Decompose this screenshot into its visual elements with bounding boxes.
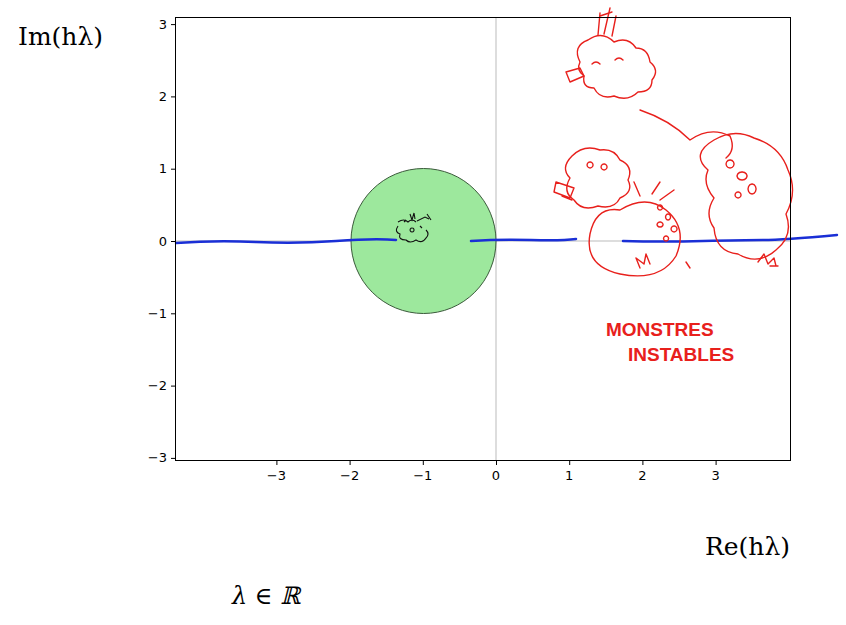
tick-label: −2 xyxy=(148,378,167,393)
tick-mark xyxy=(496,461,497,466)
tick-label: 1 xyxy=(565,468,573,483)
tick-mark xyxy=(171,241,176,242)
real-axis-trace xyxy=(176,235,837,243)
tick-mark xyxy=(171,313,176,314)
tick-mark xyxy=(171,96,176,97)
tick-mark xyxy=(350,461,351,466)
tick-label: 3 xyxy=(711,468,719,483)
axis-title: Re(hλ) xyxy=(705,532,790,561)
axis-ticks xyxy=(171,25,716,465)
tick-mark xyxy=(569,461,570,466)
tick-mark xyxy=(716,461,717,466)
tick-label: 2 xyxy=(159,89,167,104)
tick-mark xyxy=(423,461,424,466)
tick-label: −1 xyxy=(413,468,432,483)
tick-mark xyxy=(171,458,176,459)
annotation: MONSTRES INSTABLES xyxy=(606,318,758,367)
monster-sketches xyxy=(554,8,793,276)
tick-label: 2 xyxy=(638,468,646,483)
creature-sketch xyxy=(396,213,431,242)
tick-label: −3 xyxy=(148,450,167,465)
tick-mark xyxy=(642,461,643,466)
note: λ ∈ ℝ xyxy=(232,582,300,610)
tick-label: 1 xyxy=(159,161,167,176)
tick-label: −3 xyxy=(267,468,286,483)
tick-label: −1 xyxy=(148,306,167,321)
axis-title: Im(hλ) xyxy=(18,22,103,51)
tick-mark xyxy=(276,461,277,466)
axes-frame xyxy=(176,18,791,461)
tick-label: 3 xyxy=(159,17,167,32)
tick-mark xyxy=(171,169,176,170)
tick-label: 0 xyxy=(492,468,500,483)
tick-mark xyxy=(171,386,176,387)
tick-mark xyxy=(171,24,176,25)
tick-label: −2 xyxy=(340,468,359,483)
tick-label: 0 xyxy=(159,234,167,249)
